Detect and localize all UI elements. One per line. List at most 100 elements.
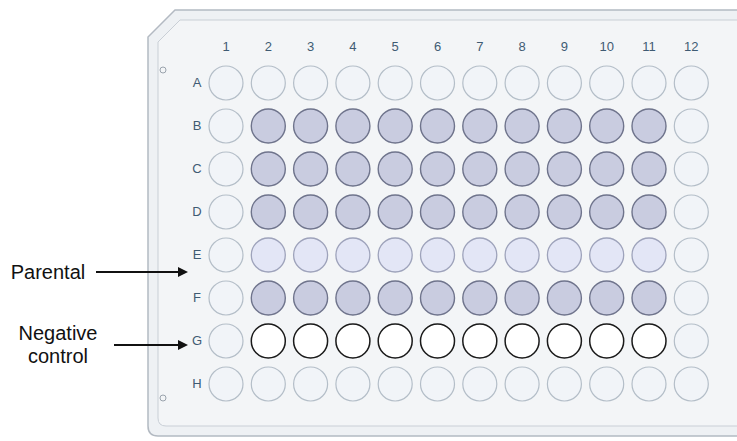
well [463, 195, 497, 229]
well [590, 66, 624, 100]
column-number: 12 [684, 40, 698, 55]
well [251, 367, 285, 401]
well [590, 281, 624, 315]
well [294, 281, 328, 315]
row-label: Parental [11, 261, 86, 284]
column-number: 9 [561, 40, 568, 55]
well [463, 152, 497, 186]
row-letter: H [192, 377, 201, 392]
well [505, 109, 539, 143]
well [251, 66, 285, 100]
well [378, 367, 412, 401]
well [336, 152, 370, 186]
well [209, 238, 243, 272]
well [378, 66, 412, 100]
plate-notch [160, 395, 166, 401]
well [294, 367, 328, 401]
well [505, 324, 539, 358]
well [505, 367, 539, 401]
well [463, 367, 497, 401]
well [378, 152, 412, 186]
well [674, 238, 708, 272]
well [674, 367, 708, 401]
well [674, 152, 708, 186]
well [547, 238, 581, 272]
plate-rim [158, 20, 737, 426]
well [251, 109, 285, 143]
row-letter: C [192, 162, 201, 177]
well [251, 152, 285, 186]
well [421, 324, 455, 358]
well [378, 109, 412, 143]
well [632, 367, 666, 401]
well [547, 367, 581, 401]
well [209, 195, 243, 229]
well [209, 324, 243, 358]
well [421, 281, 455, 315]
column-number: 6 [434, 40, 441, 55]
well [505, 66, 539, 100]
well [674, 281, 708, 315]
row-letter: A [193, 76, 202, 91]
well [463, 324, 497, 358]
well [590, 109, 624, 143]
row-letter: G [192, 334, 202, 349]
column-number: 1 [222, 40, 229, 55]
column-number: 8 [518, 40, 525, 55]
well [590, 324, 624, 358]
row-label: Negative control [8, 322, 108, 368]
well [209, 66, 243, 100]
plate-body [148, 10, 737, 436]
well [547, 281, 581, 315]
column-number: 5 [392, 40, 399, 55]
well [590, 195, 624, 229]
well [632, 109, 666, 143]
well [674, 66, 708, 100]
well [378, 281, 412, 315]
plate-notch [160, 67, 166, 73]
well [294, 109, 328, 143]
well [632, 238, 666, 272]
well [632, 66, 666, 100]
leader-arrow [114, 344, 186, 346]
well [209, 109, 243, 143]
row-letter: E [193, 248, 202, 263]
well [590, 152, 624, 186]
row-letter: F [193, 291, 201, 306]
column-number: 3 [307, 40, 314, 55]
row-letter: D [192, 205, 201, 220]
well [632, 324, 666, 358]
well [294, 152, 328, 186]
well [463, 238, 497, 272]
well [674, 324, 708, 358]
well [421, 238, 455, 272]
well [294, 238, 328, 272]
well [632, 281, 666, 315]
well [336, 238, 370, 272]
well [251, 281, 285, 315]
well [251, 195, 285, 229]
well [294, 324, 328, 358]
well [674, 195, 708, 229]
well [505, 195, 539, 229]
well [378, 238, 412, 272]
well [463, 109, 497, 143]
well [294, 66, 328, 100]
well [294, 195, 328, 229]
well [674, 109, 708, 143]
well [505, 152, 539, 186]
well [590, 238, 624, 272]
row-letter: B [193, 119, 202, 134]
well [421, 66, 455, 100]
well [378, 195, 412, 229]
well [336, 109, 370, 143]
well [505, 281, 539, 315]
well [463, 66, 497, 100]
well [421, 152, 455, 186]
well [632, 152, 666, 186]
well [251, 324, 285, 358]
well [251, 238, 285, 272]
well [209, 281, 243, 315]
well [336, 281, 370, 315]
